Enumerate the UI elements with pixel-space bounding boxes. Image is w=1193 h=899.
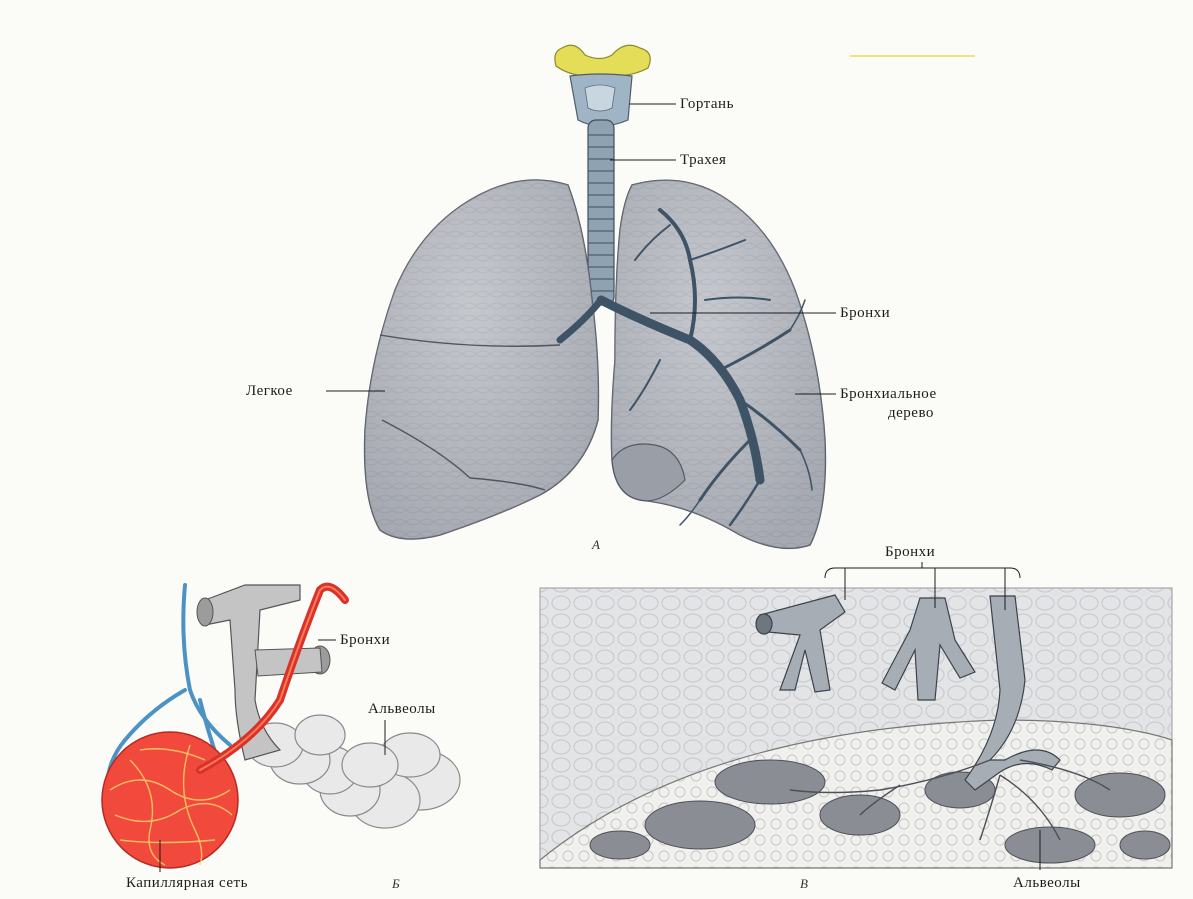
label-lung: Легкое (246, 382, 293, 400)
label-bronchial-tree-1: Бронхиальное (840, 385, 937, 403)
label-bronchial-tree-2: дерево (888, 404, 934, 422)
label-alveoli-v: Альвеолы (1013, 874, 1081, 892)
epiglottis-cartilage (555, 45, 650, 76)
panel-b-acinus (102, 585, 460, 872)
label-larynx: Гортань (680, 95, 734, 113)
panel-v-tag: В (800, 876, 808, 892)
label-trachea: Трахея (680, 151, 726, 169)
trachea (588, 120, 614, 305)
panel-v-section (540, 562, 1172, 870)
label-capillary-net: Капиллярная сеть (126, 874, 248, 892)
bronchi-bracket (825, 568, 1020, 578)
label-bronchi-v: Бронхи (885, 543, 935, 561)
panel-a-lungs (326, 45, 836, 548)
label-bronchi-a: Бронхи (840, 304, 890, 322)
panel-b-tag: Б (392, 876, 400, 892)
capillary-network (102, 732, 238, 868)
alveoli-cluster (247, 715, 460, 828)
label-bronchi-b: Бронхи (340, 631, 390, 649)
label-alveoli-b: Альвеолы (368, 700, 436, 718)
panel-a-tag: А (592, 537, 600, 553)
